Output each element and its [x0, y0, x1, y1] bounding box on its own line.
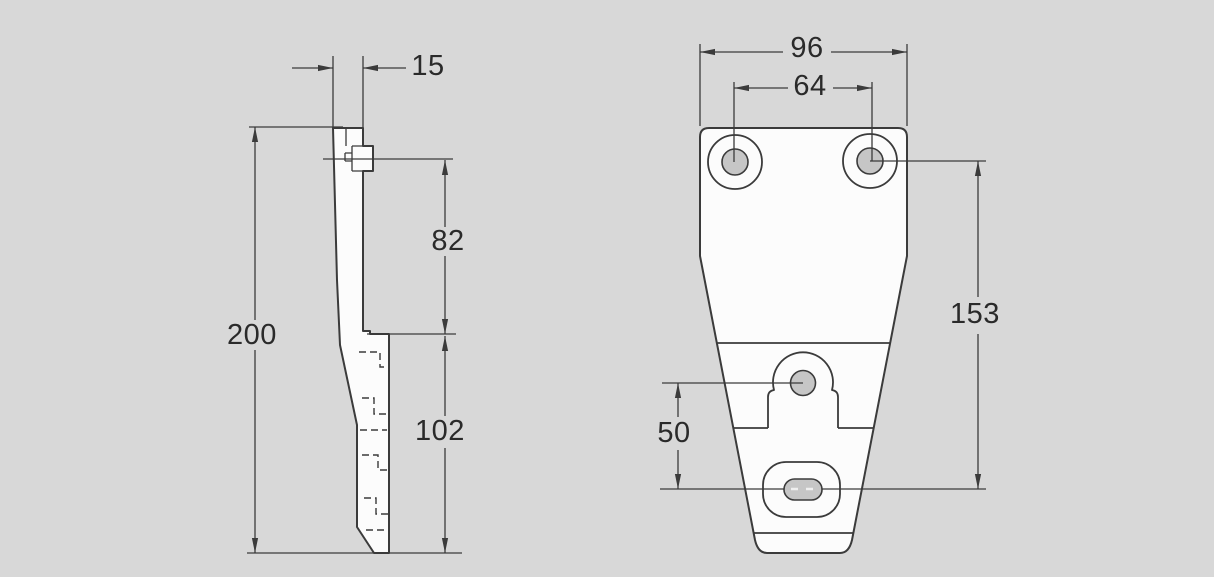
ext-lines-width-96: [699, 44, 908, 126]
dim-label-200: 200: [227, 319, 277, 351]
dim-label-50: 50: [657, 417, 690, 449]
dim-label-102: 102: [415, 415, 465, 447]
front-view: 96 64 153 50: [657, 32, 1000, 554]
dimension-overall-height-200: 200: [227, 127, 277, 553]
dim-label-82: 82: [431, 225, 464, 257]
dim-label-15: 15: [411, 50, 444, 82]
counterbore-left: [707, 134, 763, 190]
side-hidden-detail-lines: [359, 351, 388, 531]
slot-hole: [783, 478, 823, 501]
dimension-overall-width-96: 96: [700, 32, 907, 64]
dimension-hole-spacing-64: 64: [734, 70, 872, 102]
dim-label-64: 64: [793, 70, 826, 102]
dim-label-96: 96: [790, 32, 823, 64]
dimension-upper-section-82: 82: [431, 160, 464, 334]
center-boss-outline: [767, 351, 839, 428]
dimension-thickness-15: 15: [292, 50, 444, 82]
hole-left: [721, 148, 749, 176]
dim-label-153: 153: [950, 298, 1000, 330]
dimension-lower-section-102: 102: [415, 336, 465, 553]
front-part-outline: [699, 127, 908, 554]
ext-lines-spacing-64: [733, 82, 873, 162]
side-view: 15 200 82 102: [227, 50, 465, 554]
dimension-mid-hole-to-slot-50: 50: [657, 383, 690, 489]
dimension-hole-to-slot-153: 153: [950, 161, 1000, 489]
